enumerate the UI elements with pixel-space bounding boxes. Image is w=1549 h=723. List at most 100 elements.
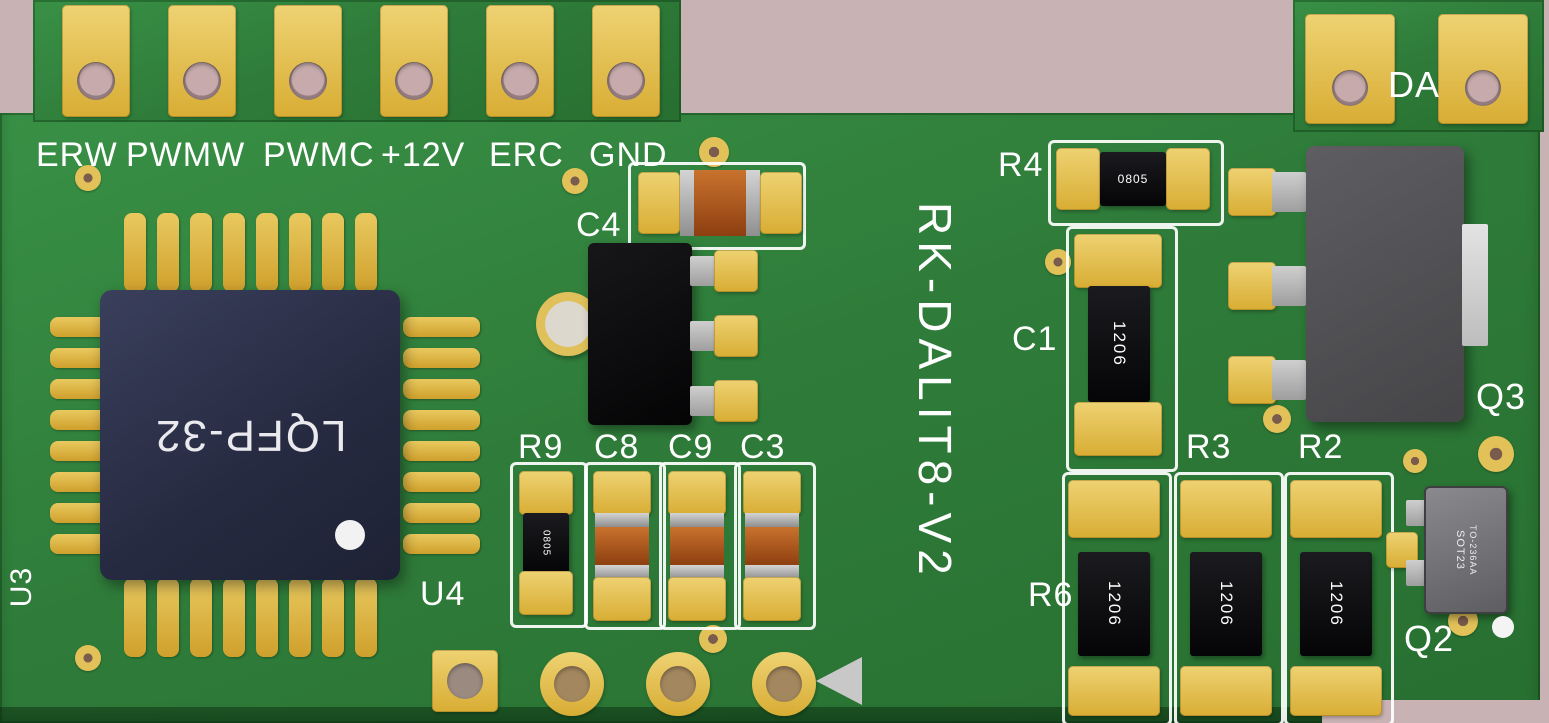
c9-body	[670, 527, 724, 565]
ic-pin	[322, 578, 344, 657]
q2-marking-line1: SOT23	[1454, 530, 1466, 570]
q3-pad	[1228, 262, 1276, 310]
connector-hole	[607, 62, 645, 100]
r9-pad	[519, 471, 573, 515]
ic-pin	[403, 472, 480, 492]
silkscreen-outline-r3	[1174, 472, 1284, 723]
regulator-pad	[714, 250, 758, 292]
connector-pad-gnd	[592, 5, 660, 117]
pad-hole	[554, 666, 590, 702]
ic-pin	[190, 578, 212, 657]
bottom-pad-round	[752, 652, 816, 716]
connector-pad-erc	[486, 5, 554, 117]
ic-pin1-dot	[335, 520, 365, 550]
r6-marking: 1206	[1105, 581, 1124, 627]
silkscreen-outline-r6	[1062, 472, 1172, 723]
via	[562, 168, 588, 194]
c4-terminal	[680, 170, 694, 236]
c1-pad	[1074, 402, 1162, 456]
c9-terminal	[670, 565, 724, 579]
ref-des-r9: R9	[518, 428, 564, 466]
c8-pad	[593, 577, 651, 621]
r2-body: 1206	[1300, 552, 1372, 656]
bottom-pad-round	[540, 652, 604, 716]
ic-pin	[403, 348, 480, 368]
connector-hole	[1465, 70, 1501, 106]
ref-des-q2: Q2	[1404, 618, 1455, 659]
via	[1478, 436, 1514, 472]
q3-lead	[1272, 360, 1306, 400]
c3-terminal	[745, 513, 799, 527]
silkscreen-outline-r4	[1048, 140, 1224, 226]
arrow-marker	[816, 657, 862, 705]
ic-pin	[355, 578, 377, 657]
connector-pad-pwmw	[168, 5, 236, 117]
r4-body: 0805	[1100, 152, 1166, 206]
c3-terminal	[745, 565, 799, 579]
connector-hole	[395, 62, 433, 100]
silkscreen-outline-c1	[1066, 226, 1178, 472]
bottom-pad-square	[432, 650, 498, 712]
connector-pad-pwmc	[274, 5, 342, 117]
ic-pin	[289, 213, 311, 292]
ic-pin	[124, 213, 146, 292]
r4-pad	[1056, 148, 1100, 210]
ref-des-c3: C3	[740, 428, 786, 466]
ref-des-u3: U3	[5, 566, 38, 608]
c3-pad	[743, 577, 801, 621]
ic-pin	[403, 410, 480, 430]
pad-hole	[447, 663, 483, 699]
q3-pad	[1228, 168, 1276, 216]
pad-hole	[766, 666, 802, 702]
via	[75, 165, 101, 191]
c4-body	[694, 170, 746, 236]
ic-pin	[403, 317, 480, 337]
ic-pin-col-right	[403, 317, 480, 554]
silkscreen-label-erc: ERC	[489, 136, 564, 174]
ic-pin	[157, 578, 179, 657]
ic-pin	[256, 213, 278, 292]
ref-des-c9: C9	[668, 428, 714, 466]
connector-hole	[1332, 70, 1368, 106]
q3-lead	[1272, 172, 1306, 212]
connector-pad-12v	[380, 5, 448, 117]
ic-pin	[403, 441, 480, 461]
c4-pad	[638, 172, 680, 234]
ic-pin	[124, 578, 146, 657]
r4-pad	[1166, 148, 1210, 210]
c8-pad	[593, 471, 651, 515]
regulator-body	[588, 243, 692, 425]
q2-body: SOT23 TO-236AA	[1424, 486, 1508, 614]
board-title: RK-DALIT8-V2	[909, 202, 961, 581]
c3-pad	[743, 471, 801, 515]
silkscreen-outline-c8	[584, 462, 666, 630]
connector-hole	[183, 62, 221, 100]
r3-body: 1206	[1190, 552, 1262, 656]
c4-terminal	[746, 170, 760, 236]
r6-body: 1206	[1078, 552, 1150, 656]
r6-pad	[1068, 666, 1160, 716]
silkscreen-outline-c4	[628, 162, 806, 250]
connector-hole	[501, 62, 539, 100]
regulator-pad	[714, 315, 758, 357]
ic-pin	[322, 213, 344, 292]
bottom-pad-round	[646, 652, 710, 716]
ic-pin	[403, 503, 480, 523]
regulator-lead	[690, 321, 716, 351]
connector-pad-da-1	[1305, 14, 1395, 124]
ref-des-c8: C8	[594, 428, 640, 466]
r3-pad	[1180, 666, 1272, 716]
q3-pad	[1228, 356, 1276, 404]
c1-marking: 1206	[1110, 321, 1129, 367]
silkscreen-label-pwmw: PWMW	[126, 136, 246, 174]
r6-pad	[1068, 480, 1160, 538]
q2-marking-line2: TO-236AA	[1468, 524, 1478, 576]
ic-pin	[190, 213, 212, 292]
silkscreen-label-pwmc: PWMC	[263, 136, 375, 174]
regulator-pad	[714, 380, 758, 422]
c8-terminal	[595, 565, 649, 579]
ic-pin	[223, 213, 245, 292]
pcb-tab-top-left	[33, 0, 681, 122]
connector-hole	[77, 62, 115, 100]
